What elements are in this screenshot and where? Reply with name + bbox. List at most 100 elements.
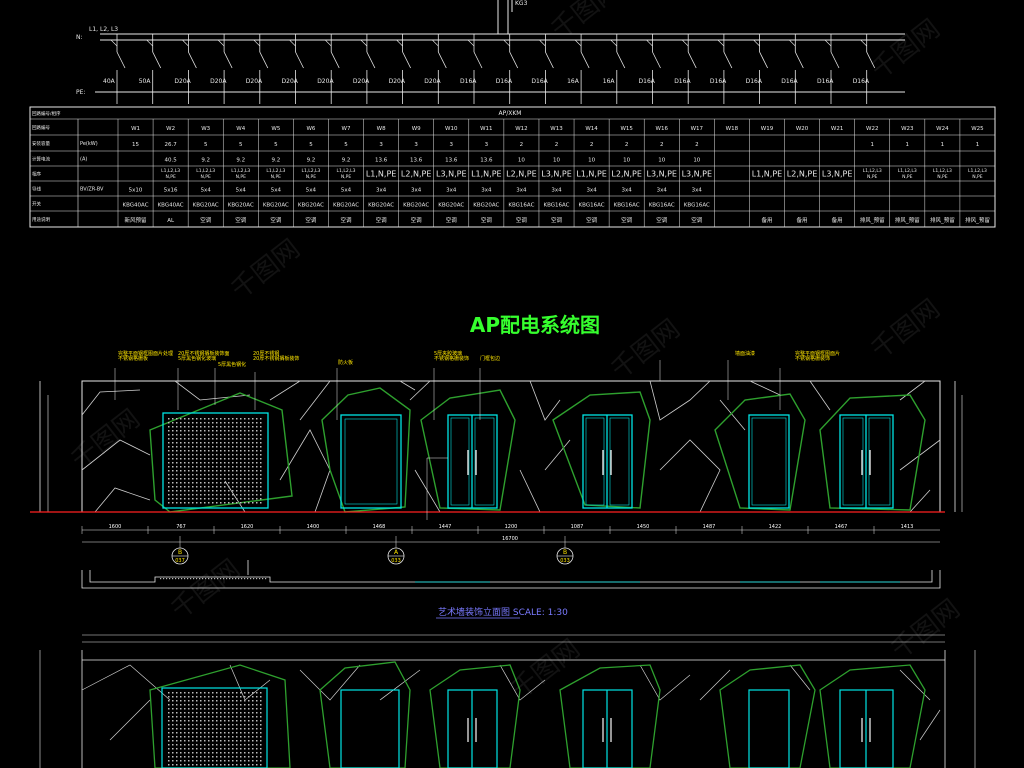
cell-wire: 3x4	[657, 188, 668, 194]
cell-phase: L1,L2,L3	[337, 168, 356, 174]
breaker-rating: D20A	[353, 78, 370, 85]
cell-circuits: W16	[656, 126, 669, 132]
cell-capacity: 3	[414, 142, 418, 148]
bus-pe-label: PE:	[76, 89, 85, 96]
breaker-rating: 40A	[103, 78, 116, 85]
row-header: 相序	[32, 171, 41, 178]
cell-phase: L1,L2,L3	[301, 168, 320, 174]
cell-phase: L3,N,PE	[646, 170, 677, 179]
dimension-value: 1467	[835, 524, 848, 530]
breaker-18: D16A	[710, 34, 733, 104]
cell-current: 9.2	[307, 158, 316, 164]
door-single-1	[340, 414, 402, 509]
breaker-8: D20A	[353, 34, 376, 104]
breaker-rating: D16A	[460, 78, 477, 85]
breaker-5: D20A	[246, 34, 269, 104]
cell-circuits: W13	[550, 126, 563, 132]
row-unit: Pe(kW)	[80, 141, 98, 147]
cell-switch: KBG16AC	[649, 203, 675, 209]
cell-phase: N,PE	[271, 174, 282, 180]
breaker-16: D16A	[639, 34, 661, 104]
breaker-2: 50A	[139, 34, 162, 104]
callout-label: 20厚不锈钢搁板装饰面	[178, 350, 229, 357]
cell-switch: KBG20AC	[228, 203, 254, 209]
breaker-14: 16A	[567, 34, 590, 104]
cell-wire: 3x4	[411, 188, 422, 194]
cell-capacity: 1	[976, 142, 980, 148]
watermark: 千图网	[66, 404, 146, 476]
breaker-3: D20A	[174, 34, 197, 104]
cell-usage: 备用	[761, 216, 772, 224]
cell-capacity: 1	[870, 142, 874, 148]
cell-wire: 5x4	[341, 188, 352, 194]
breaker-rating: D16A	[674, 78, 691, 85]
bus-n-label: N:	[76, 34, 83, 41]
cell-usage: 空调	[305, 216, 317, 224]
cell-circuits: W9	[412, 126, 421, 132]
cell-switch: KBG20AC	[193, 203, 219, 209]
cell-usage: 新风预留	[125, 216, 148, 224]
watermark: 千图网	[866, 14, 946, 86]
cell-current: 13.6	[480, 158, 493, 164]
cell-phase: L1,L2,L3	[266, 168, 285, 174]
cell-usage: 备用	[797, 216, 808, 224]
grille-dots	[168, 418, 262, 504]
cell-capacity: 15	[132, 142, 139, 148]
cell-wire: 5x4	[236, 188, 247, 194]
svg-text:B: B	[563, 549, 567, 556]
cell-phase: N,PE	[165, 174, 176, 180]
cell-phase: L1,L2,L3	[933, 168, 952, 174]
breaker-rating: D20A	[424, 78, 441, 85]
cell-phase: L2,N,PE	[401, 170, 432, 179]
cell-circuits: W11	[480, 126, 492, 132]
cell-phase: N,PE	[972, 174, 983, 180]
breaker-rating: D20A	[389, 78, 406, 85]
row-header: 导线	[32, 186, 41, 193]
cell-phase: N,PE	[902, 174, 913, 180]
cell-usage: 排风_预留	[930, 216, 955, 224]
cell-capacity: 2	[590, 142, 594, 148]
cell-circuits: W1	[131, 126, 140, 132]
breaker-11: D16A	[460, 34, 483, 104]
cell-phase: L1,N,PE	[471, 170, 502, 179]
callout-label: 不锈钢格栅装饰	[795, 355, 830, 362]
cell-phase: L3,N,PE	[541, 170, 572, 179]
cell-circuits: W15	[620, 126, 633, 132]
cell-circuits: W6	[306, 126, 315, 132]
callout-label: 完整平面钢框图面片处理	[118, 350, 173, 357]
callout-label: 5厚黑色钢化	[218, 361, 246, 368]
cell-switch: KBG16AC	[614, 203, 640, 209]
cell-current: 13.6	[375, 158, 388, 164]
cell-current: 10	[658, 158, 665, 164]
dimension-value: 1600	[109, 524, 122, 530]
breaker-rating: D16A	[496, 78, 513, 85]
cell-switch: KBG20AC	[438, 203, 464, 209]
cell-circuits: W7	[342, 126, 351, 132]
cell-phase: L3,N,PE	[436, 170, 467, 179]
breaker-7: D20A	[317, 34, 340, 104]
cell-circuits: W12	[515, 126, 527, 132]
breaker-21: D16A	[817, 34, 840, 104]
cell-wire: 5x4	[201, 188, 212, 194]
callout-annotations: 完整平面钢框图面片处理不锈钢格栅板20厚不锈钢搁板装饰面5厚黑色钢化玻璃5厚黑色…	[118, 350, 840, 368]
panel-label: AP/XKM	[499, 110, 522, 117]
row-header: 回路编号/相序	[32, 110, 61, 117]
cell-phase: L1,L2,L3	[898, 168, 917, 174]
cell-circuits: W25	[971, 126, 984, 132]
watermark: 千图网	[506, 634, 586, 706]
cell-current: 9.2	[271, 158, 280, 164]
cell-usage: 空调	[270, 216, 282, 224]
cell-current: 13.6	[410, 158, 423, 164]
cell-usage: 空调	[200, 216, 212, 224]
cell-current: 10	[693, 158, 700, 164]
plan-strip	[81, 560, 941, 589]
breaker-rating: D20A	[317, 78, 334, 85]
elevation-subtitle: 艺术墙装饰立面图 SCALE: 1:30	[438, 606, 568, 618]
bus-phase-label: L1, L2, L3	[89, 26, 118, 33]
